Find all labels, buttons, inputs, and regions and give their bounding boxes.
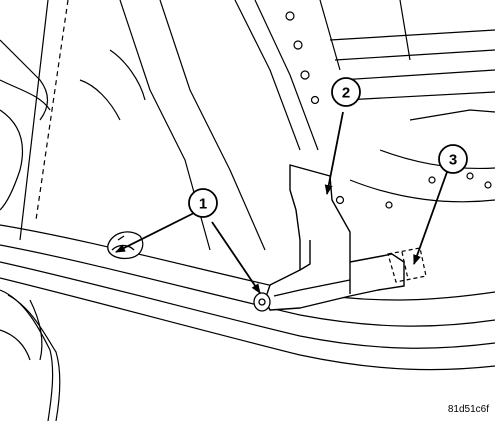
hidden-clip xyxy=(387,247,427,283)
trim-panel xyxy=(264,164,405,311)
svg-text:3: 3 xyxy=(449,152,457,169)
callout-leaders xyxy=(115,111,448,294)
callout-3: 3 xyxy=(438,144,468,174)
retaining-clip xyxy=(253,292,271,312)
svg-text:1: 1 xyxy=(199,196,207,213)
figure-id-label: 81d51c6f xyxy=(447,404,489,415)
push-pin-fastener xyxy=(107,231,144,260)
callout-1: 1 xyxy=(188,188,218,218)
callout-2: 2 xyxy=(331,77,361,107)
svg-text:2: 2 xyxy=(342,85,350,102)
